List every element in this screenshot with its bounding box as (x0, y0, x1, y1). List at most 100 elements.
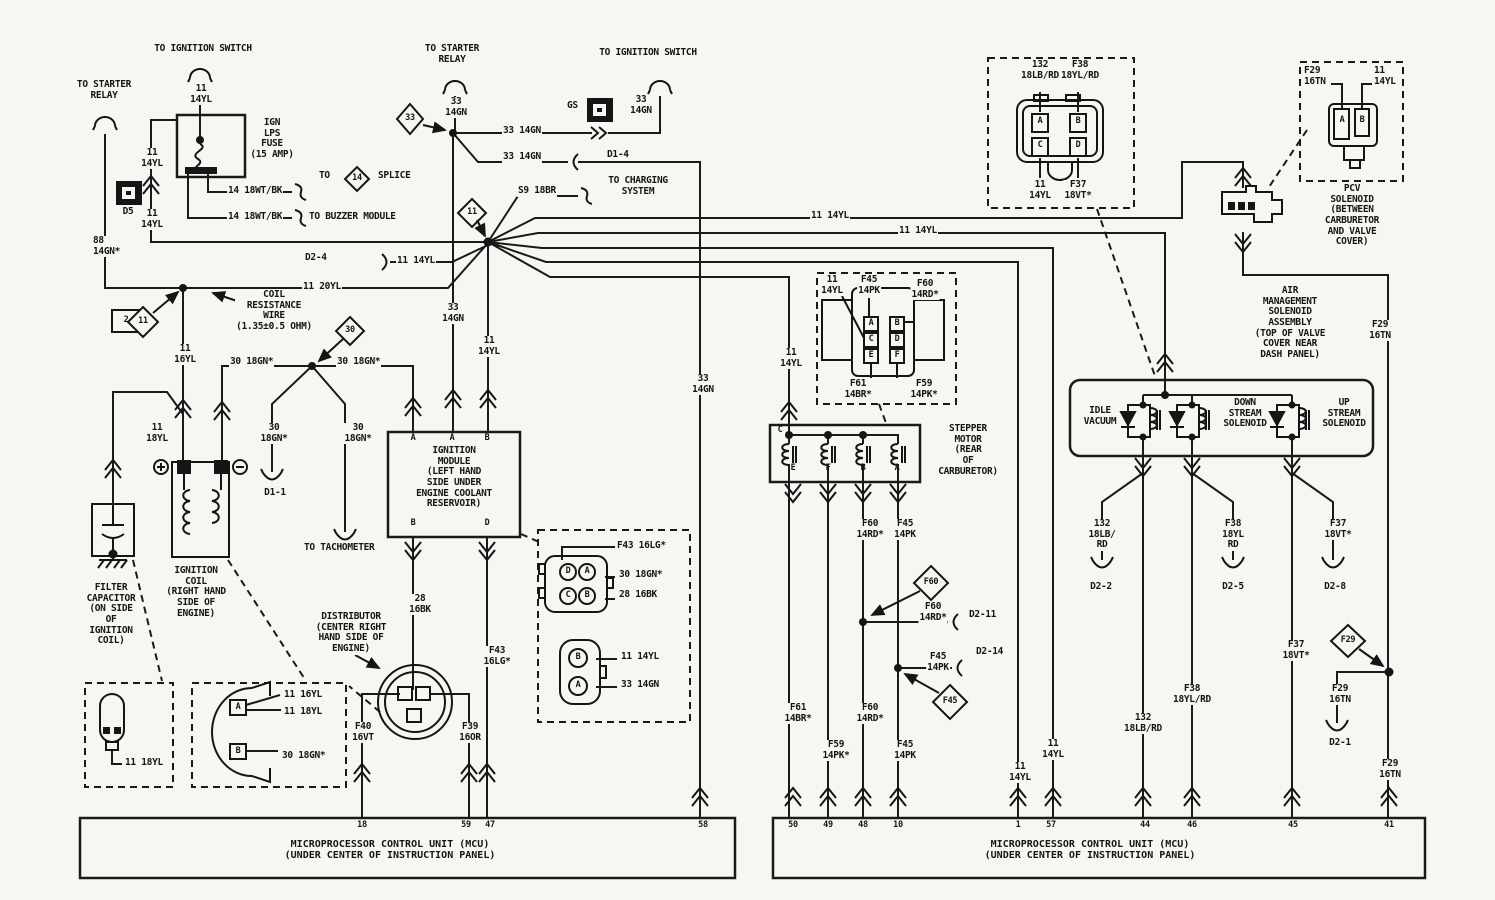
wire-label: 132 18LB/RD (1020, 59, 1060, 82)
connector-code-label: D2-8 (1323, 581, 1347, 593)
pin-label: A (868, 318, 874, 328)
wire-label: F60 14RD* (910, 278, 940, 301)
component-label: FILTER CAPACITOR (ON SIDE OF IGNITION CO… (85, 582, 137, 647)
wire-label: F37 18VT* (1323, 518, 1353, 541)
connector-code-label: D2-1 (1328, 737, 1352, 749)
pin-label: D (484, 518, 490, 528)
wire-label: F61 14BR* (843, 378, 873, 401)
pin-label: A (584, 566, 590, 576)
connector-code-label: D2-2 (1089, 581, 1113, 593)
mcu-pin-number: 50 (788, 820, 798, 830)
wire-label: 11 18YL (124, 757, 164, 769)
connector-code-label: D2-4 (304, 252, 328, 264)
stepper-connector-detail (821, 287, 945, 378)
wire-label: 30 18GN* (343, 422, 373, 445)
splice-box-label: 2 (123, 315, 129, 325)
wire-label: 88 14GN* (92, 235, 122, 258)
pin-label: A (449, 433, 455, 443)
wire-label: F38 18YL/RD (1060, 59, 1100, 82)
wire-label: F59 14PK* (909, 378, 939, 401)
component-label: IGNITION COIL (RIGHT HAND SIDE OF ENGINE… (165, 565, 227, 620)
wire-label: 11 14YL (898, 225, 938, 237)
wire-label: 11 14YL (477, 335, 501, 358)
pin-label: A (1339, 115, 1345, 125)
component-label: DOWN STREAM SOLENOID (1222, 397, 1268, 430)
component-label: AIR MANAGEMENT SOLENOID ASSEMBLY (TOP OF… (1253, 285, 1327, 361)
component-label: STEPPER MOTOR (REAR OF CARBURETOR) (937, 423, 999, 478)
mcu-pin-number: 46 (1187, 820, 1197, 830)
pin-label: F (894, 350, 900, 360)
pin-label: B (575, 652, 581, 662)
wire-label: F45 14PK (857, 274, 881, 297)
section-heading: TO CHARGING SYSTEM (607, 175, 669, 198)
pin-label: A (235, 702, 241, 712)
pin-label: A (894, 463, 900, 473)
fuse-box (175, 113, 247, 179)
pin-label: C (868, 334, 874, 344)
pin-label: A (1037, 116, 1043, 126)
mcu-right-title: MICROPROCESSOR CONTROL UNIT (MCU) (UNDER… (984, 839, 1196, 862)
wire-label: 11 14YL (189, 83, 213, 106)
wire-label: 11 18YL (145, 422, 169, 445)
section-heading: TO TACHOMETER (303, 542, 376, 554)
mcu-pin-number: 18 (357, 820, 367, 830)
stepper-coils (781, 443, 906, 466)
wire-label: 11 14YL (810, 210, 850, 222)
component-label: DISTRIBUTOR (CENTER RIGHT HAND SIDE OF E… (314, 611, 388, 655)
wire-label: 11 14YL (820, 274, 844, 297)
wire-label: 33 14GN (502, 151, 542, 163)
mcu-pin-number: 49 (823, 820, 833, 830)
pcv-valve-symbol (1221, 185, 1283, 223)
splice-diamond-label: F29 (1340, 635, 1356, 645)
pin-label: B (235, 746, 241, 756)
wire-label: F60 14RD* (855, 702, 885, 725)
ignition-coil-symbol (153, 459, 248, 558)
wire-label: 30 18GN* (281, 750, 327, 762)
wire-label: 33 14GN (629, 94, 653, 117)
wire-label: 11 20YL (302, 281, 342, 293)
wire-label: F29 16TN (1378, 758, 1402, 781)
section-heading: TO IGNITION SWITCH (598, 47, 698, 59)
mcu-right-box (771, 816, 1427, 880)
connector-code-label: D1-4 (606, 149, 630, 161)
pin-label: C (777, 425, 783, 435)
wire-label: F29 16TN (1328, 683, 1352, 706)
wire-label: 30 18GN* (259, 422, 289, 445)
wire-label: F45 14PK (926, 651, 950, 674)
wire-label: F38 18YL RD (1221, 518, 1245, 551)
splice-diamond-label: 11 (138, 316, 148, 326)
splice-ref-label: SPLICE (377, 170, 412, 182)
solenoid-connector-detail (1016, 94, 1104, 181)
pin-label: C (1037, 140, 1043, 150)
wire-label: 11 14YL (1028, 179, 1052, 202)
wire-label: 28 16BK (618, 589, 658, 601)
wire-label: 11 16YL (173, 343, 197, 366)
wire-label: 11 14YL (140, 208, 164, 231)
splice-ref-label: TO (318, 170, 331, 182)
section-heading: TO IGNITION SWITCH (153, 43, 253, 55)
wire-label: 30 18GN* (336, 356, 382, 368)
pin-label: E (790, 463, 796, 473)
air-solenoid-units (1119, 404, 1310, 438)
wire-label: 11 14YL (1041, 738, 1065, 761)
wire-label: 11 14YL (140, 147, 164, 170)
gs-connector-icon (587, 98, 613, 122)
splice-diamond-label: 14 (352, 173, 362, 183)
mcu-pin-number: 41 (1384, 820, 1394, 830)
wire-label: F61 14BR* (783, 702, 813, 725)
pin-label: E (868, 350, 874, 360)
connector-code-label: D2-11 (968, 609, 998, 621)
connector-code-label: D2-5 (1221, 581, 1245, 593)
junction-dots (179, 129, 1394, 677)
wire-label: F43 16LG* (616, 540, 667, 552)
mcu-pin-number: 1 (1015, 820, 1021, 830)
connector-code-label: D1-1 (263, 487, 287, 499)
distributor-connector-detail (538, 555, 614, 705)
splice-diamond-label: F60 (923, 577, 939, 587)
component-label: UP STREAM SOLENOID (1321, 397, 1367, 430)
mcu-pin-number: 47 (485, 820, 495, 830)
wire-label: 11 14YL (1373, 65, 1397, 88)
component-label: IDLE VACUUM (1082, 405, 1118, 428)
pin-label: D (894, 334, 900, 344)
